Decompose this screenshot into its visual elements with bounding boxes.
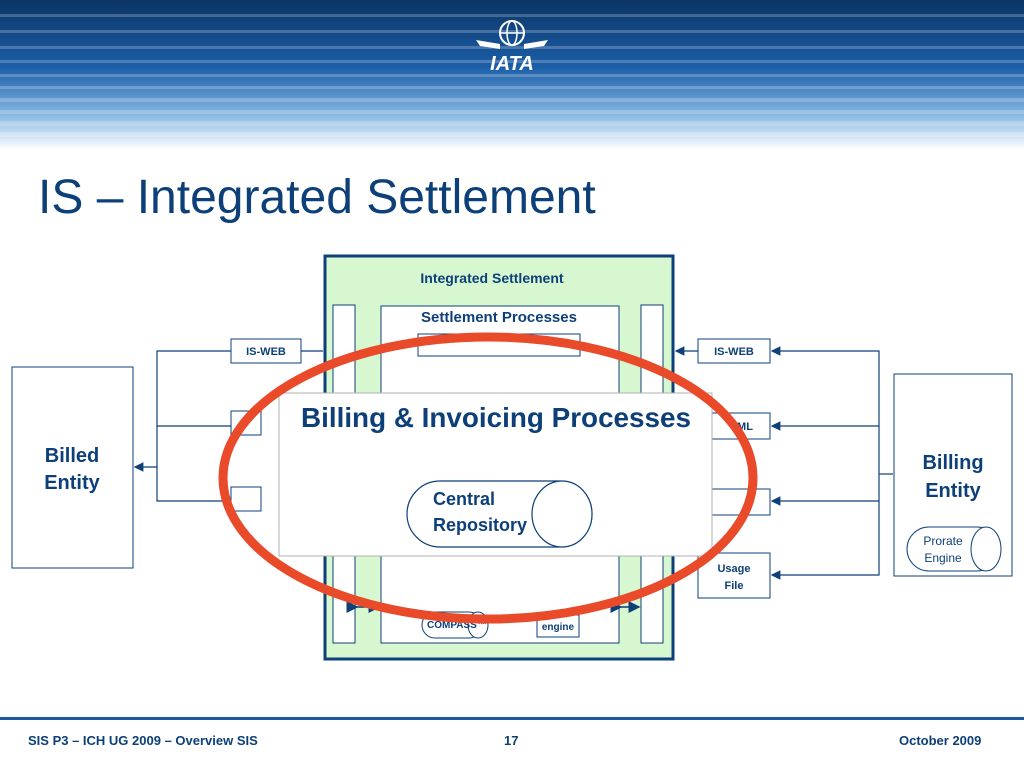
billed-entity-box — [11, 366, 134, 569]
prorate-engine-cylinder-end — [970, 526, 1002, 572]
footer-divider — [0, 717, 1024, 720]
right-isweb-label: IS-WEB — [714, 346, 754, 358]
usage-file-label-2: File — [725, 580, 744, 592]
billed-entity-label-2: Entity — [44, 472, 100, 494]
left-isweb-box — [230, 338, 302, 364]
central-repository-cylinder-end — [531, 480, 593, 548]
highlight-ellipse — [218, 332, 758, 624]
central-repository-label-1: Central — [433, 489, 495, 509]
footer-date: October 2009 — [899, 733, 982, 748]
slide-title: IS – Integrated Settlement — [38, 171, 596, 224]
footer-left-text: SIS P3 – ICH UG 2009 – Overview SIS — [28, 733, 258, 748]
header-band: IATA — [0, 0, 1024, 150]
prorate-engine-label-1: Prorate — [923, 534, 963, 548]
billing-invoicing-title: Billing & Invoicing Processes — [301, 402, 691, 433]
usage-file-label-1: Usage — [717, 563, 750, 575]
engine-label: engine — [542, 622, 575, 633]
compass-label: COMPASS™ — [427, 620, 487, 631]
iata-logo-text: IATA — [490, 53, 534, 75]
left-channel-box-3 — [230, 486, 262, 512]
integrated-settlement-title: Integrated Settlement — [420, 270, 563, 286]
central-repository-label-2: Repository — [433, 515, 527, 535]
billed-entity-label-1: Billed — [45, 445, 99, 467]
billing-entity-label-1: Billing — [922, 452, 983, 474]
iata-logo: IATA — [476, 20, 548, 75]
billing-entity-label-2: Entity — [925, 480, 981, 502]
left-isweb-label: IS-WEB — [246, 346, 286, 358]
prorate-engine-label-2: Engine — [924, 551, 962, 565]
right-isweb-box — [697, 338, 771, 364]
footer-page-number: 17 — [504, 733, 519, 748]
settlement-processes-title: Settlement Processes — [421, 309, 577, 326]
